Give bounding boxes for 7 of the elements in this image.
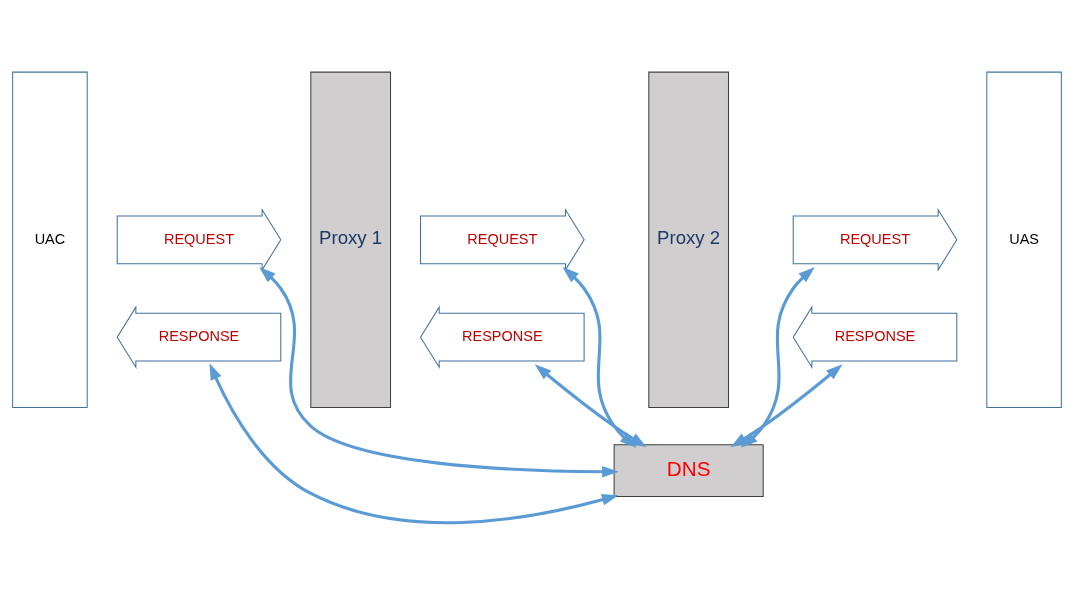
arrow [259,266,619,478]
node-box: UAC [12,71,88,408]
node-box: Proxy 1 [310,71,392,408]
node-box: DNS [613,443,764,497]
node-box: UAS [986,71,1062,408]
arrow [209,362,619,524]
node-box: Proxy 2 [648,71,730,408]
